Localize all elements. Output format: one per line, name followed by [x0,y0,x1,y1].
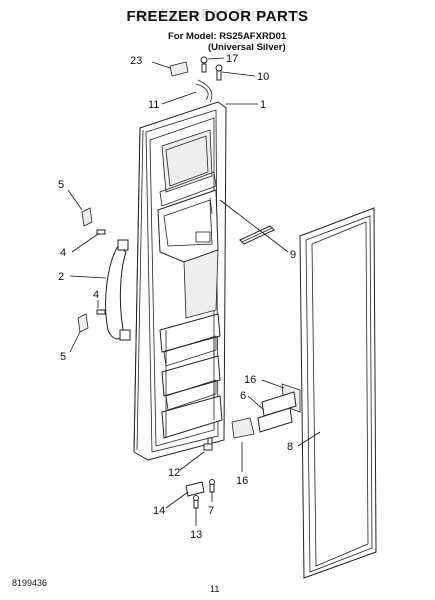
door-gasket [299,207,377,579]
callout-14: 14 [153,505,165,517]
callout-23: 23 [130,55,142,67]
model-line: For Model: RS25AFXRD01 [168,31,287,42]
color-line: (Universal Silver) [208,42,286,53]
callout-9: 9 [290,249,296,261]
callout-4-upper: 4 [60,247,66,259]
dispenser-cavity [157,189,219,319]
page-title: FREEZER DOOR PARTS [126,8,309,25]
lower-shelves [159,313,223,439]
callout-13: 13 [190,529,202,541]
callout-1: 1 [260,99,266,111]
callout-16-upper: 16 [244,374,256,386]
upper-bin [159,129,217,207]
top-hinge-parts [169,56,223,103]
callout-16-lower: 16 [236,475,248,487]
callout-5-lower: 5 [60,351,66,363]
callout-7: 7 [208,505,214,517]
door-handle [105,239,131,341]
leader-lines [67,57,321,526]
callout-2: 2 [58,271,64,283]
callout-5-upper: 5 [58,179,64,191]
callout-4-lower: 4 [93,289,99,301]
document-number: 8199436 [12,578,48,588]
callout-6: 6 [240,390,246,402]
callout-11: 11 [148,99,159,111]
bottom-hinge-parts [185,383,301,509]
callout-10: 10 [257,71,269,83]
callout-8: 8 [287,441,293,453]
watermark-text: AppliancePartsPros.com [135,6,300,21]
callout-17: 17 [226,53,238,65]
callout-12: 12 [168,467,180,479]
handle-screws-and-caps [77,207,106,333]
page-number: 11 [210,584,220,594]
